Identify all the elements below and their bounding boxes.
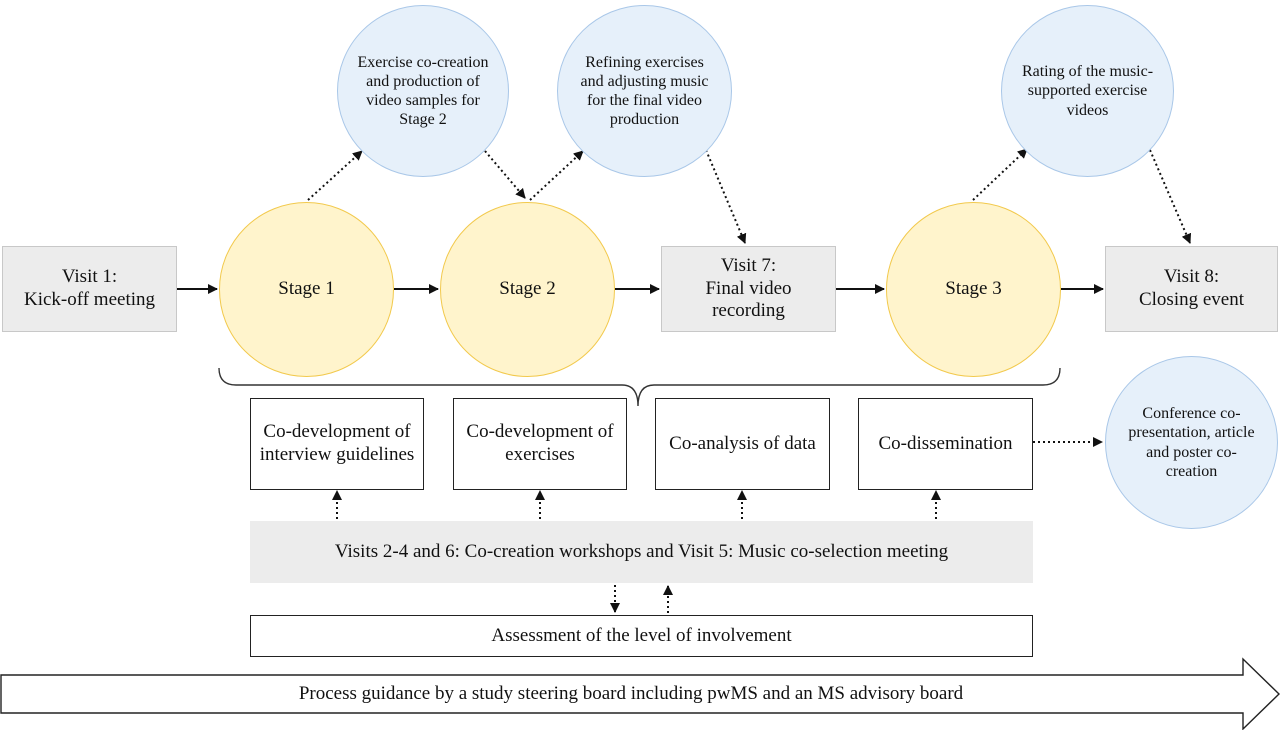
exercises-box: Co-development of exercises	[453, 398, 627, 490]
dotted-bubble1-stage2	[484, 150, 526, 199]
bubble-dissemination: Conference co-presentation, article and …	[1105, 356, 1278, 529]
brace	[218, 367, 1061, 407]
guidance-label-box: Process guidance by a study steering boa…	[0, 675, 1262, 713]
dissemination-label: Co-dissemination	[878, 432, 1013, 454]
assessment-bar: Assessment of the level of involvement	[250, 615, 1033, 657]
stage2-label: Stage 2	[499, 278, 556, 300]
analysis-label: Co-analysis of data	[669, 432, 816, 454]
bubble-stage2-label: Refining exercises and adjusting music f…	[580, 53, 709, 129]
dissemination-box: Co-dissemination	[858, 398, 1033, 490]
bubble-stage3-label: Rating of the music-supported exercise v…	[1021, 63, 1154, 119]
workshops-label: Visits 2-4 and 6: Co-creation workshops …	[334, 540, 949, 562]
bubble-stage3: Rating of the music-supported exercise v…	[1001, 5, 1174, 177]
guidance-arrow	[0, 657, 1280, 730]
bubble-stage1-label: Exercise co-creation and production of v…	[357, 53, 489, 129]
dotted-bubble3-visit8	[1149, 149, 1192, 244]
interview-guidelines-box: Co-development of interview guidelines	[250, 398, 424, 490]
visit8-box: Visit 8: Closing event	[1105, 246, 1278, 332]
analysis-box: Co-analysis of data	[655, 398, 830, 490]
exercises-label: Co-development of exercises	[466, 421, 614, 465]
stage1-label: Stage 1	[278, 278, 335, 300]
stage1-circle: Stage 1	[219, 202, 394, 377]
bubble-stage1: Exercise co-creation and production of v…	[337, 5, 509, 177]
stage2-circle: Stage 2	[440, 202, 615, 377]
stage3-label: Stage 3	[945, 278, 1002, 300]
dotted-stage3-bubble3	[972, 148, 1028, 201]
assessment-label: Assessment of the level of involvement	[491, 624, 792, 646]
stage3-circle: Stage 3	[886, 202, 1061, 377]
bubble-stage2: Refining exercises and adjusting music f…	[557, 5, 732, 177]
bubble-dissemination-label: Conference co-presentation, article and …	[1128, 405, 1255, 480]
visit7-box: Visit 7: Final video recording	[661, 246, 836, 332]
dotted-stage2-bubble2	[529, 150, 584, 201]
workshops-bar: Visits 2-4 and 6: Co-creation workshops …	[250, 521, 1033, 583]
visit1-box: Visit 1: Kick-off meeting	[2, 246, 177, 332]
interview-guidelines-label: Co-development of interview guidelines	[259, 421, 415, 465]
dotted-stage1-bubble1	[307, 150, 363, 201]
visit7-label: Visit 7: Final video recording	[705, 254, 792, 322]
guidance-label: Process guidance by a study steering boa…	[298, 682, 964, 704]
dotted-bubble2-visit7	[705, 149, 747, 244]
visit8-label: Visit 8: Closing event	[1138, 266, 1245, 310]
visit1-label: Visit 1: Kick-off meeting	[23, 266, 156, 310]
